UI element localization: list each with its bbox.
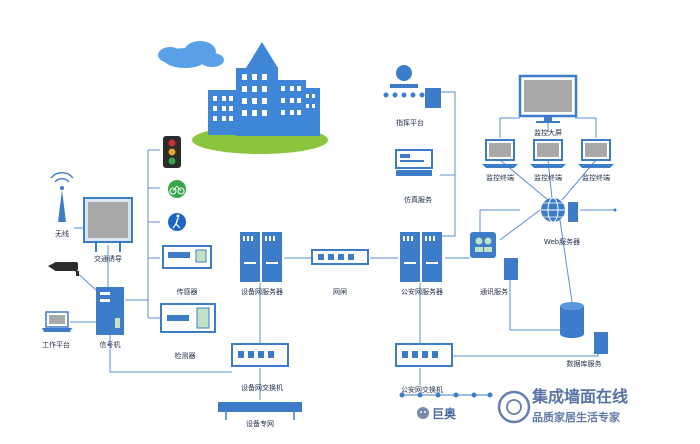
database-service-label: 数据库服务	[567, 359, 602, 368]
command-platform-label: 指挥平台	[396, 118, 424, 127]
monitor-terminal-3-label: 监控终端	[582, 173, 610, 182]
comm-service-label: 通讯服务	[480, 287, 508, 296]
pedestrian-sign-icon	[168, 213, 186, 231]
device-net-switch-label: 设备网交换机	[241, 383, 283, 392]
detector-label: 检测器	[175, 351, 196, 360]
police-net-server-label: 公安网服务器	[401, 287, 443, 296]
watermark-right-text: 集成墙面在线	[531, 387, 628, 406]
edge-node-dot	[613, 208, 617, 212]
watermark-right-sub: 品质家居生活专家	[532, 410, 621, 424]
wireless-label: 无线	[55, 229, 69, 238]
watermark-left-text: 巨奥	[432, 406, 457, 421]
wechat-watermark: 巨奥	[412, 400, 502, 426]
sensor-icon	[162, 245, 212, 269]
comm-service-icon	[470, 232, 518, 280]
monitor-terminal-1-label: 监控终端	[486, 173, 514, 182]
database-icon	[560, 302, 608, 354]
device-net-server-icon	[240, 232, 282, 282]
connection-lines	[70, 91, 615, 400]
signal-machine-icon	[96, 287, 124, 335]
command-platform-icon	[383, 65, 441, 108]
cloud-icon	[158, 41, 224, 68]
wireless-tower-icon	[50, 172, 74, 222]
simulation-service-icon	[395, 149, 433, 176]
web-server-globe-icon	[541, 197, 578, 223]
city-buildings-icon	[192, 42, 328, 154]
monitor-big-screen-icon	[518, 74, 578, 123]
police-net-switch-icon	[395, 343, 453, 367]
monitor-terminal-2-icon	[530, 139, 566, 168]
gateway-icon	[311, 249, 369, 265]
monitor-terminal-3-icon	[578, 139, 614, 168]
device-net-server-label: 设备网服务器	[241, 287, 283, 296]
work-platform-label: 工作平台	[42, 340, 70, 349]
web-server-label: Web服务器	[544, 237, 580, 246]
police-net-server-icon	[400, 232, 442, 282]
bicycle-sign-icon	[168, 180, 186, 198]
sensor-label: 传感器	[177, 287, 198, 296]
signal-machine-label: 信号机	[100, 340, 121, 349]
network-nodes-icon	[399, 392, 493, 398]
laptop-icon	[42, 311, 72, 332]
camera-icon	[48, 262, 79, 276]
gateway-label: 网闸	[333, 288, 347, 296]
detector-icon	[160, 303, 216, 333]
monitor-big-screen-label: 监控大屏	[534, 128, 562, 137]
simulation-service-label: 仿真服务	[404, 195, 432, 204]
monitor-terminal-2-label: 监控终端	[534, 173, 562, 182]
traffic-light-icon	[163, 136, 181, 168]
device-private-net-label: 设备专网	[246, 419, 274, 428]
police-net-switch-label: 公安网交换机	[401, 385, 443, 394]
traffic-guidance-label: 交通诱导	[94, 254, 122, 263]
brand-watermark: 集成墙面在线 品质家居生活专家	[497, 387, 628, 424]
monitor-terminal-1-icon	[482, 139, 518, 168]
device-private-net-bar-icon	[218, 402, 302, 420]
device-net-switch-icon	[231, 343, 289, 367]
traffic-guidance-screen-icon	[83, 197, 133, 252]
